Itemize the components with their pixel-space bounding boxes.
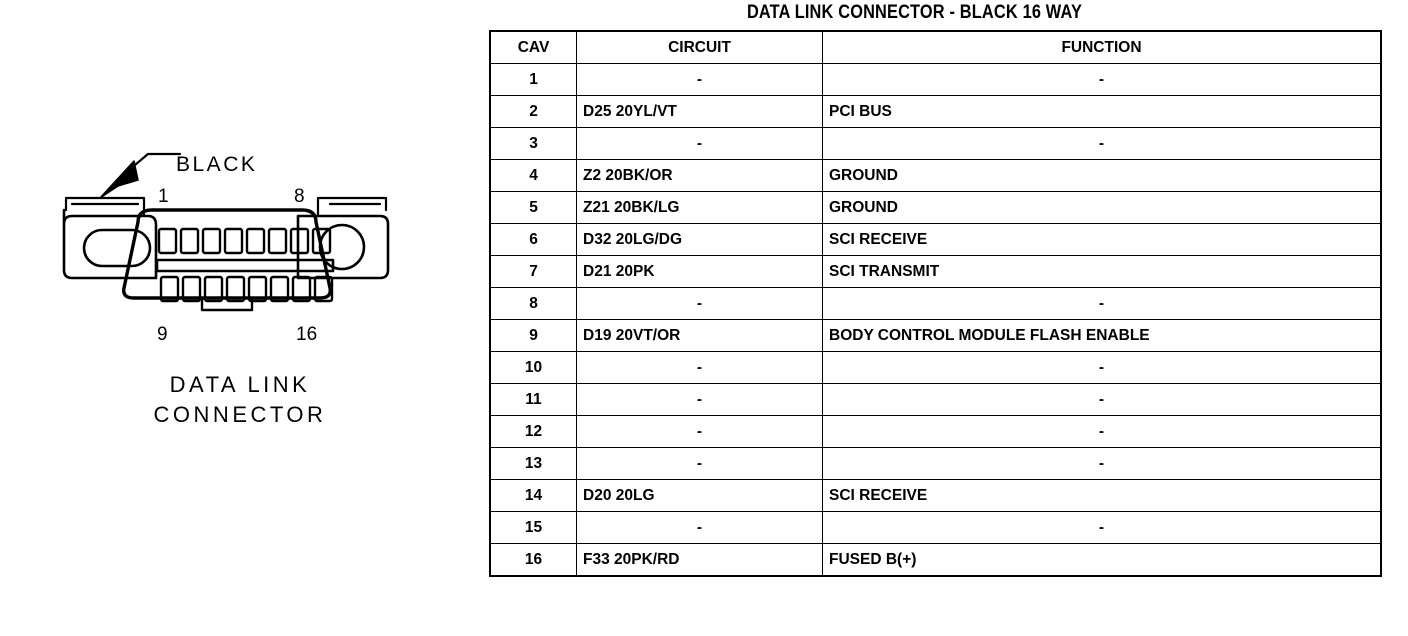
table-row: 12-- — [489, 415, 1382, 448]
cell-cav: 1 — [489, 63, 577, 96]
cell-circuit: - — [576, 447, 823, 480]
left-flange-upper-lip — [64, 196, 146, 216]
cell-circuit: D19 20VT/OR — [576, 319, 823, 352]
cell-circuit: - — [576, 383, 823, 416]
cell-function: FUSED B(+) — [822, 543, 1382, 577]
cell-cav: 11 — [489, 383, 577, 416]
table-row: 1-- — [489, 63, 1382, 96]
cell-circuit: D25 20YL/VT — [576, 95, 823, 128]
data-link-connector-drawing — [62, 152, 390, 312]
cell-function: - — [822, 511, 1382, 544]
left-flange-body — [62, 208, 158, 280]
table-row: 8-- — [489, 287, 1382, 320]
cell-cav: 10 — [489, 351, 577, 384]
table-row: 3-- — [489, 127, 1382, 160]
connector-illustration-panel: BLACK 1 8 9 16 DATA LINK CONNECTOR — [0, 0, 480, 636]
cell-cav: 9 — [489, 319, 577, 352]
pin-number-16-label: 16 — [296, 324, 318, 345]
cell-function: GROUND — [822, 191, 1382, 224]
cell-cav: 2 — [489, 95, 577, 128]
cell-circuit: - — [576, 415, 823, 448]
cell-cav: 7 — [489, 255, 577, 288]
cell-circuit: - — [576, 511, 823, 544]
cell-function: - — [822, 351, 1382, 384]
caption-line-1: DATA LINK — [169, 372, 311, 397]
cell-cav: 4 — [489, 159, 577, 192]
cell-circuit: D32 20LG/DG — [576, 223, 823, 256]
cell-function: - — [822, 287, 1382, 320]
right-flange-hole — [318, 223, 366, 271]
table-row: 13-- — [489, 447, 1382, 480]
table-row: 15-- — [489, 511, 1382, 544]
cell-function: - — [822, 447, 1382, 480]
pin-number-1-label: 1 — [158, 186, 169, 207]
cell-circuit: D20 20LG — [576, 479, 823, 512]
caption-line-2: CONNECTOR — [153, 402, 327, 427]
cell-circuit: F33 20PK/RD — [576, 543, 823, 577]
pin-row-top — [157, 227, 332, 255]
table-title: DATA LINK CONNECTOR - BLACK 16 WAY — [746, 2, 1083, 23]
cell-function: BODY CONTROL MODULE FLASH ENABLE — [822, 319, 1382, 352]
pinout-table-panel: DATA LINK CONNECTOR - BLACK 16 WAY CAV C… — [487, 0, 1382, 636]
cell-function: SCI TRANSMIT — [822, 255, 1382, 288]
cell-function: - — [822, 63, 1382, 96]
cell-circuit: - — [576, 127, 823, 160]
callout-arrow-head — [99, 160, 139, 199]
connector-color-callout-label: BLACK — [176, 153, 258, 176]
pinout-table-header: CAV CIRCUIT FUNCTION — [489, 30, 1382, 64]
cell-circuit: - — [576, 351, 823, 384]
column-header-circuit: CIRCUIT — [576, 30, 823, 64]
cell-cav: 14 — [489, 479, 577, 512]
table-header-row: CAV CIRCUIT FUNCTION — [489, 30, 1382, 64]
pin-number-8-label: 8 — [294, 186, 305, 207]
cell-circuit: Z2 20BK/OR — [576, 159, 823, 192]
pin-number-9-label: 9 — [157, 324, 168, 345]
cell-cav: 16 — [489, 543, 577, 577]
column-header-function: FUNCTION — [822, 30, 1382, 64]
right-flange-upper-lip — [316, 196, 388, 216]
cell-cav: 13 — [489, 447, 577, 480]
cell-circuit: - — [576, 287, 823, 320]
cell-circuit: Z21 20BK/LG — [576, 191, 823, 224]
left-flange-hole — [82, 228, 152, 268]
callout-leader-line — [127, 152, 182, 172]
cell-function: - — [822, 383, 1382, 416]
cell-cav: 3 — [489, 127, 577, 160]
table-row: 11-- — [489, 383, 1382, 416]
right-flange-body — [296, 214, 390, 280]
cell-cav: 6 — [489, 223, 577, 256]
cell-function: SCI RECEIVE — [822, 223, 1382, 256]
connector-caption: DATA LINK CONNECTOR — [0, 370, 480, 430]
cell-cav: 8 — [489, 287, 577, 320]
cell-cav: 15 — [489, 511, 577, 544]
table-row: 10-- — [489, 351, 1382, 384]
cell-function: SCI RECEIVE — [822, 479, 1382, 512]
cell-function: - — [822, 415, 1382, 448]
cell-function: - — [822, 127, 1382, 160]
column-header-cav: CAV — [489, 30, 577, 64]
cell-function: GROUND — [822, 159, 1382, 192]
cell-cav: 12 — [489, 415, 577, 448]
cell-circuit: D21 20PK — [576, 255, 823, 288]
connector-bottom-key-tab — [200, 296, 254, 312]
connector-body-outline — [122, 208, 332, 300]
connector-center-bar — [155, 258, 335, 273]
cell-cav: 5 — [489, 191, 577, 224]
cell-circuit: - — [576, 63, 823, 96]
cell-function: PCI BUS — [822, 95, 1382, 128]
pin-row-bottom — [159, 275, 334, 303]
